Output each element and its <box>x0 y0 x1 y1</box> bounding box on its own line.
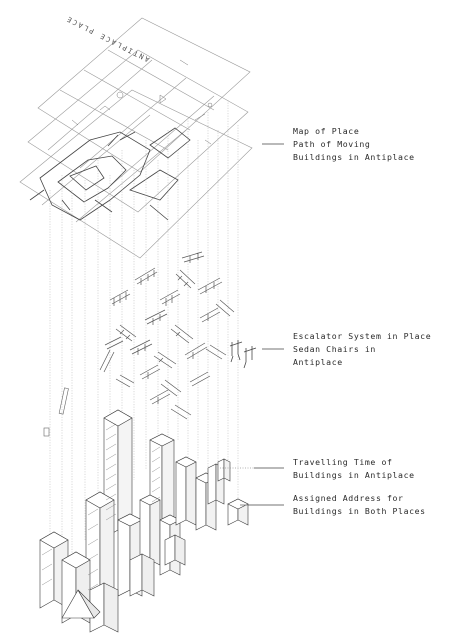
floating-elements <box>43 387 69 437</box>
annotation-line: Antiplace <box>293 357 343 367</box>
annotation-line: Sedan Chairs in <box>293 344 376 354</box>
leader-lines <box>220 143 284 506</box>
projection-lines <box>49 100 239 590</box>
annotation-assigned-address: Assigned Address for Buildings in Both P… <box>293 493 426 516</box>
buildings-cluster <box>39 409 249 633</box>
map-of-place-drawing <box>29 127 191 221</box>
sedan-chairs <box>229 340 257 369</box>
escalator-system-cloud <box>99 251 235 420</box>
annotation-line: Assigned Address for <box>293 493 404 503</box>
annotation-line: Travelling Time of <box>293 457 393 467</box>
annotation-line: Map of Place <box>293 126 359 136</box>
annotation-line: Buildings in Both Places <box>293 506 426 516</box>
map-plane-top <box>37 17 251 173</box>
annotation-escalator-system: Escalator System in Place Sedan Chairs i… <box>293 331 431 367</box>
map-detail-marks <box>71 59 213 145</box>
building-window-lines <box>41 423 161 591</box>
annotation-line: Escalator System in Place <box>293 331 431 341</box>
map-planes <box>19 17 253 259</box>
annotation-travelling-time: Travelling Time of Buildings in Antiplac… <box>293 457 415 480</box>
annotation-line: Buildings in Antiplace <box>293 152 415 162</box>
annotation-map-of-place: Map of Place Path of Moving Buildings in… <box>293 126 415 162</box>
map-plane-bottom <box>19 89 253 259</box>
map-plane-middle <box>27 49 249 213</box>
annotation-line: Buildings in Antiplace <box>293 470 415 480</box>
annotation-line: Path of Moving <box>293 139 370 149</box>
